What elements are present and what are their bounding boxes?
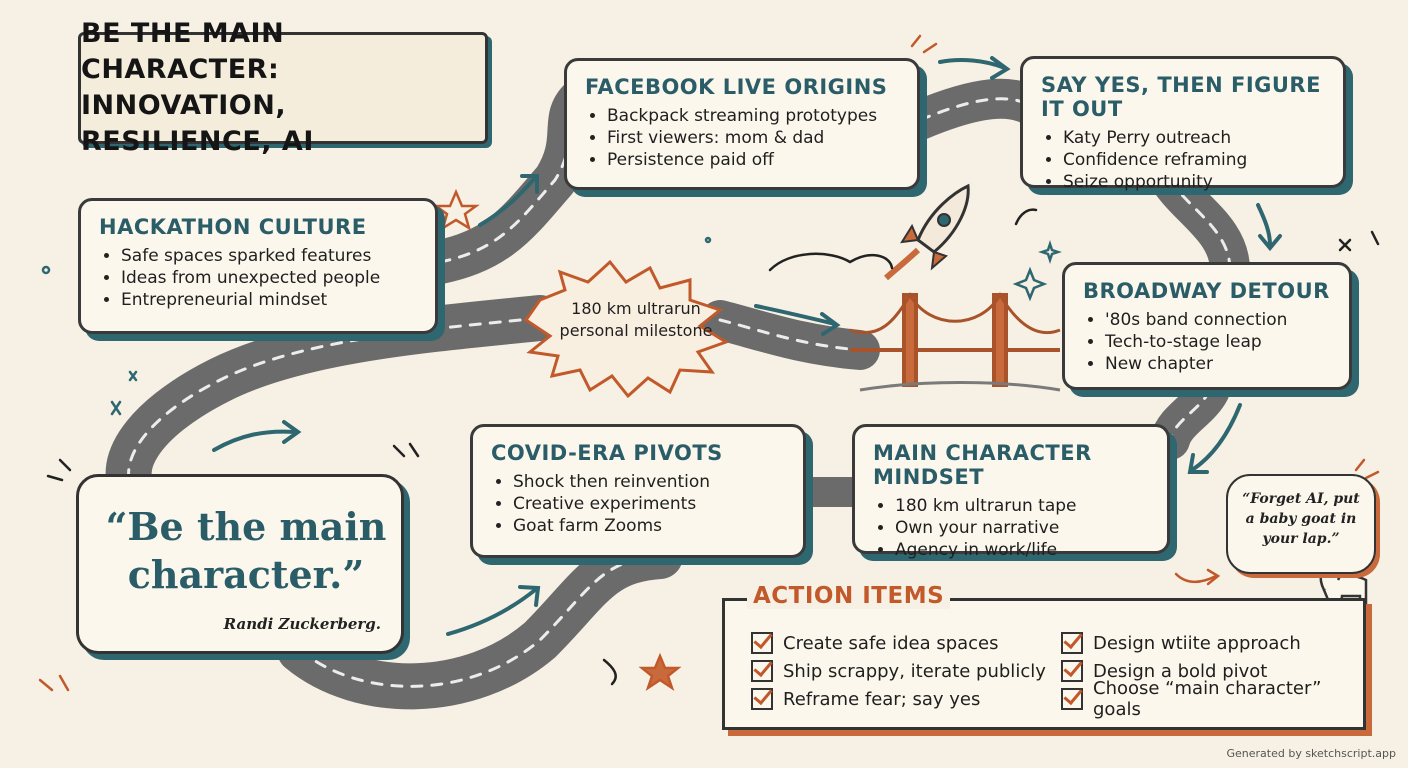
list-item: Backpack streaming prototypes: [607, 105, 899, 127]
action-item-label: Design a bold pivot: [1093, 660, 1268, 682]
card-title: BROADWAY DETOUR: [1083, 279, 1330, 303]
card-main-character-mindset: MAIN CHARACTER MINDSET 180 km ultrarun t…: [852, 424, 1170, 560]
checkbox-icon: [1061, 660, 1083, 682]
card-broadway-detour: BROADWAY DETOUR '80s band connection Tec…: [1062, 262, 1352, 390]
action-item-label: Choose “main character” goals: [1093, 678, 1322, 720]
checkbox-icon: [1061, 632, 1083, 654]
list-item: Own your narrative: [895, 517, 1149, 539]
card-hackathon-culture: HACKATHON CULTURE Safe spaces sparked fe…: [78, 198, 438, 334]
action-item-label: Reframe fear; say yes: [783, 688, 981, 710]
card-title: MAIN CHARACTER MINDSET: [873, 441, 1092, 489]
milestone-line-2: personal milestone: [559, 321, 713, 340]
card-title: HACKATHON CULTURE: [99, 215, 367, 239]
card-title: SAY YES, THEN FIGURE IT OUT: [1041, 73, 1321, 121]
title-banner: BE THE MAIN CHARACTER: INNOVATION, RESIL…: [78, 18, 488, 157]
list-item: '80s band connection: [1105, 309, 1331, 331]
goat-quote-bubble: “Forget AI, put a baby goat in your lap.…: [1226, 474, 1376, 574]
list-item: Tech-to-stage leap: [1105, 331, 1331, 353]
action-items-title: ACTION ITEMS: [747, 583, 951, 609]
list-item: Goat farm Zooms: [513, 515, 785, 537]
action-item: Design wtiite approach: [1061, 629, 1363, 657]
list-item: Agency in work/life: [895, 539, 1149, 561]
flow-arrows: [212, 56, 1282, 636]
footer-credit: Generated by sketchscript.app: [1226, 747, 1396, 760]
list-item: Confidence reframing: [1063, 149, 1325, 171]
card-say-yes: SAY YES, THEN FIGURE IT OUT Katy Perry o…: [1020, 56, 1346, 192]
card-covid-era-pivots: COVID-ERA PIVOTS Shock then reinvention …: [470, 424, 806, 558]
action-item-label: Create safe idea spaces: [783, 632, 999, 654]
quote-author: Randi Zuckerberg.: [223, 615, 381, 633]
card-title: COVID-ERA PIVOTS: [491, 441, 723, 465]
goat-quote-text: “Forget AI, put a baby goat in your lap.…: [1242, 491, 1360, 547]
card-facebook-live-origins: FACEBOOK LIVE ORIGINS Backpack streaming…: [564, 58, 920, 190]
road: [105, 78, 1250, 710]
milestone-line-1: 180 km ultrarun: [571, 299, 701, 318]
quote-bubble: “Be the main character.” Randi Zuckerber…: [76, 474, 404, 654]
list-item: Shock then reinvention: [513, 471, 785, 493]
checkbox-icon: [751, 632, 773, 654]
action-item-label: Ship scrappy, iterate publicly: [783, 660, 1046, 682]
quote-text: “Be the main character.”: [105, 504, 387, 597]
action-column-right: Design wtiite approach Design a bold piv…: [1061, 629, 1363, 720]
title-line-2: INNOVATION, RESILIENCE, AI: [81, 90, 314, 157]
title-line-1: BE THE MAIN CHARACTER:: [81, 18, 285, 85]
list-item: Ideas from unexpected people: [121, 267, 417, 289]
checkbox-icon: [751, 688, 773, 710]
list-item: First viewers: mom & dad: [607, 127, 899, 149]
action-item: Create safe idea spaces: [751, 629, 1046, 657]
action-item: Choose “main character” goals: [1061, 678, 1363, 720]
doodles: [38, 34, 1380, 692]
checkbox-icon: [751, 660, 773, 682]
action-item-label: Design wtiite approach: [1093, 632, 1301, 654]
action-item: Ship scrappy, iterate publicly: [751, 657, 1046, 685]
list-item: 180 km ultrarun tape: [895, 495, 1149, 517]
list-item: Creative experiments: [513, 493, 785, 515]
action-item: Design a bold pivot: [1061, 657, 1363, 685]
list-item: New chapter: [1105, 353, 1331, 375]
card-title: FACEBOOK LIVE ORIGINS: [585, 75, 888, 99]
bridge-illustration: [849, 292, 1061, 392]
milestone-burst: 180 km ultrarun personal milestone: [546, 298, 726, 342]
list-item: Entrepreneurial mindset: [121, 289, 417, 311]
list-item: Safe spaces sparked features: [121, 245, 417, 267]
rocket-icon: [884, 183, 970, 281]
checkbox-icon: [1061, 688, 1083, 710]
burst-shape: [523, 259, 730, 399]
list-item: Katy Perry outreach: [1063, 127, 1325, 149]
list-item: Persistence paid off: [607, 149, 899, 171]
list-item: Seize opportunity: [1063, 171, 1325, 193]
action-item: Reframe fear; say yes: [751, 685, 1046, 713]
action-column-left: Create safe idea spaces Ship scrappy, it…: [751, 629, 1046, 713]
action-items-panel: ACTION ITEMS Create safe idea spaces Shi…: [722, 583, 1366, 730]
